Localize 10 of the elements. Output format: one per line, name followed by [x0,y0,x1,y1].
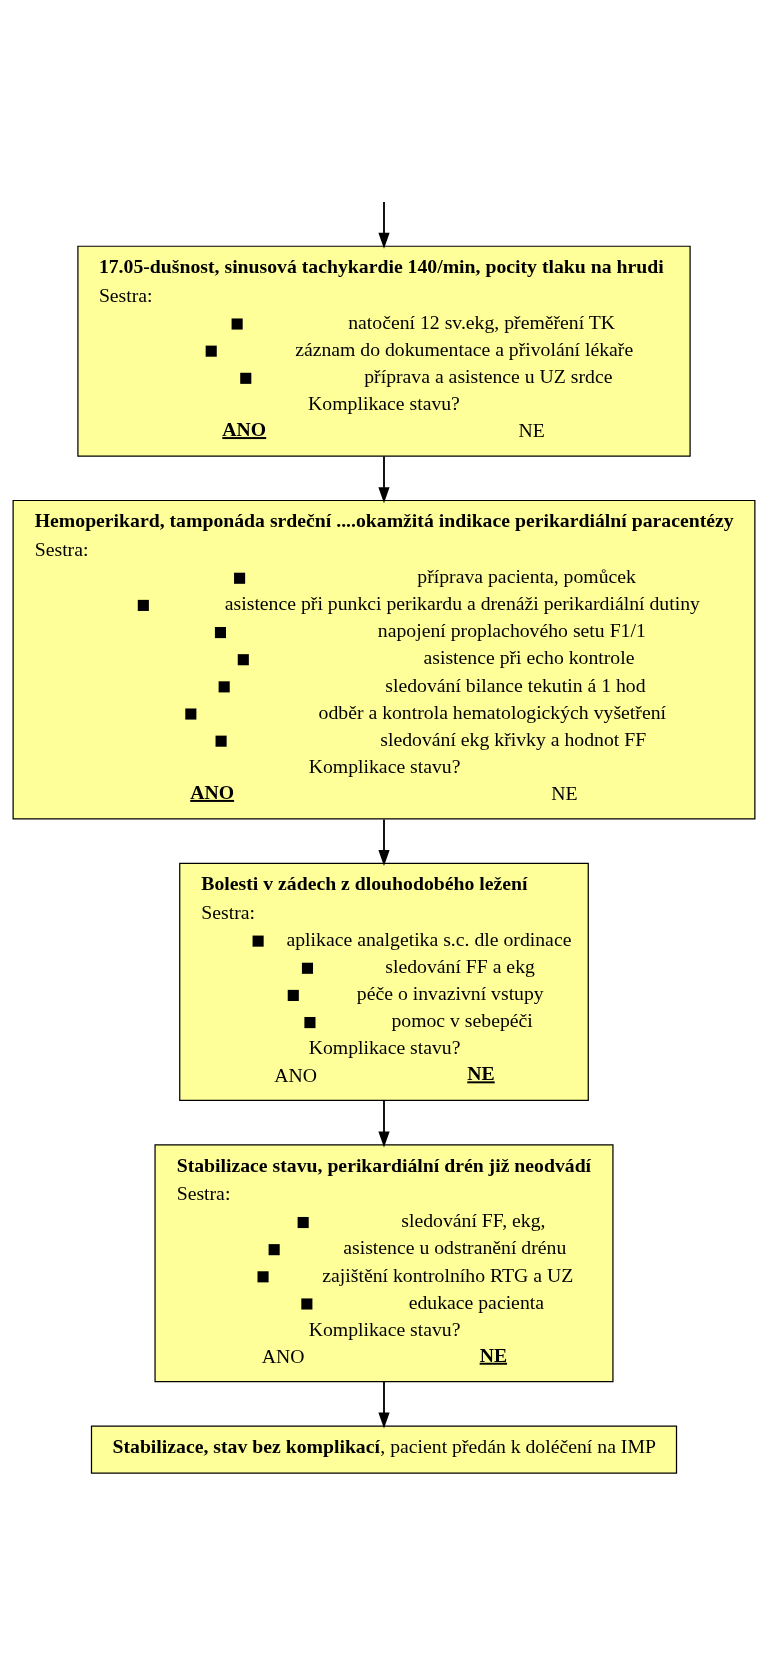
arrow [378,455,390,504]
arrow [378,201,390,249]
node-box: Stabilizace stavu, perikardiální drén již neodvádí Sestra: sledování FF, ekg, asistence u odstranění drénu zajištění kontrolního RTG a UZ edukace pacienta Komplikace stavu? ANO NE [154,1144,614,1383]
arrow [378,1099,390,1148]
arrow [378,1381,390,1429]
node-box: Bolesti v zádech z dlouhodobého ležení Sestra: aplikace analgetika s.c. dle ordinace sledování FF a ekg péče o invazivní vstupy pomoc v sebepéči Komplikace stavu? ANO NE [179,862,589,1101]
node-box: Hemoperikard, tamponáda srdeční ....okamžitá indikace perikardiální paracentézy Sestra: příprava pacienta, pomůcek asistence při punkci perikardu a drenáži perikardiální dutiny napojení proplachového setu F1/1 asistence při echo kontrole sledování bilance tekutin á 1 hod odběr a kontrola hematologických vyšetření sledování ekg křivky a hodnot FF Komplikace stavu? ANO NE [12,499,756,820]
arrow [378,818,390,866]
node-box: Stabilizace, stav bez komplikací, pacient předán k doléčení na IMP [90,1425,678,1474]
node-box: 17.05-dušnost, sinusová tachykardie 140/min, pocity tlaku na hrudi Sestra: natočení 12 sv.ekg, přeměření TK záznam do dokumentace a přivolání lékaře příprava a asistence u UZ srdce Komplikace stavu? ANO NE [77,245,691,457]
